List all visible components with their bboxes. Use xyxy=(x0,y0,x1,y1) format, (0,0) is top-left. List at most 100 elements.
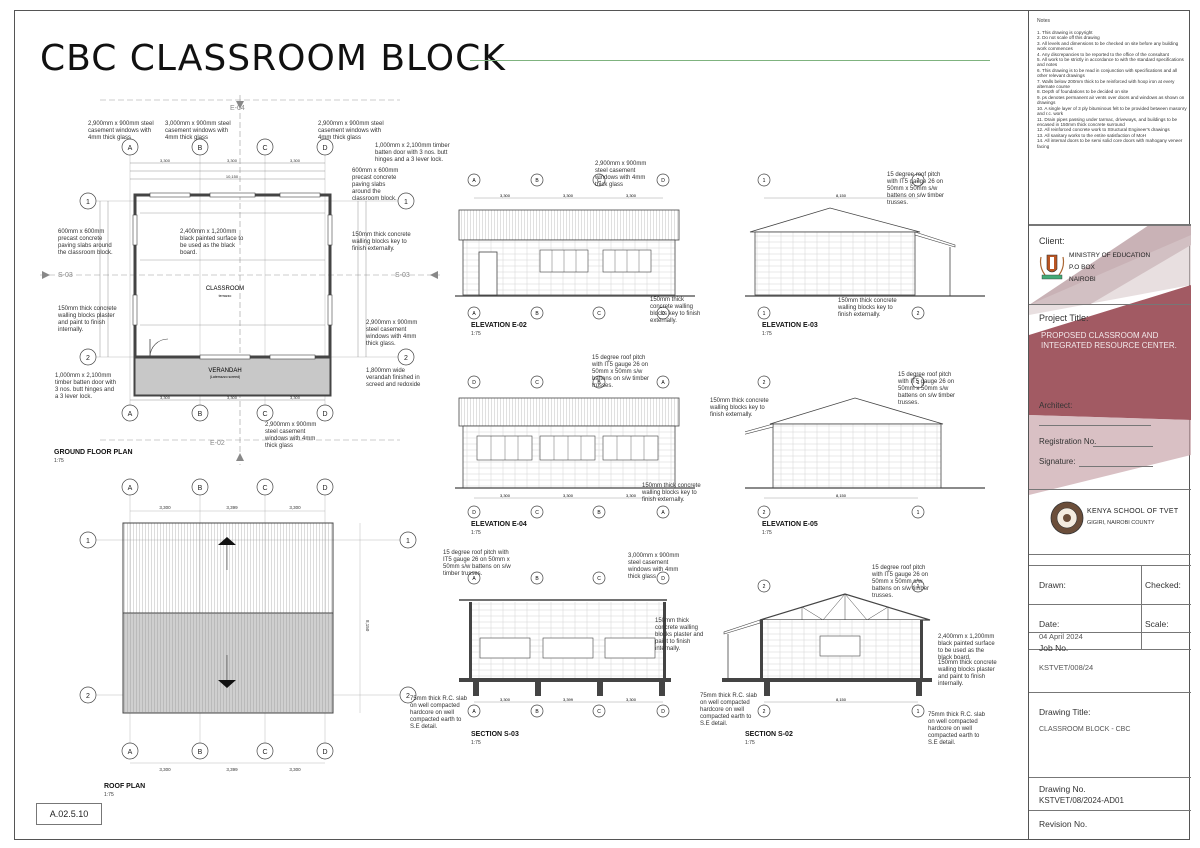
svg-text:C: C xyxy=(535,510,539,516)
svg-text:1: 1 xyxy=(917,510,920,516)
svg-text:A: A xyxy=(472,311,476,317)
roof-dim-3: 3,300 xyxy=(289,505,301,510)
drawing-no-value: KSTVET/08/2024-AD01 xyxy=(1039,796,1124,805)
room-label: CLASSROOM xyxy=(206,286,244,292)
elevation-e04-scale: 1:75 xyxy=(471,530,481,536)
svg-text:3,300: 3,300 xyxy=(290,395,301,400)
svg-text:C: C xyxy=(262,749,267,756)
svg-text:1: 1 xyxy=(763,178,766,184)
note-item: 7. Walls below 200mm thick to be reinfor… xyxy=(1037,78,1175,90)
svg-text:2: 2 xyxy=(86,355,90,362)
roof-dim-2: 3,399 xyxy=(226,505,238,510)
note-item: 3. All levels and dimensions to be check… xyxy=(1037,40,1179,52)
title-rule xyxy=(470,60,990,61)
ground-floor-plan-scale: 1:75 xyxy=(54,458,64,464)
revision-cell: Revision No. xyxy=(1029,810,1191,840)
s02-note-4: 75mm thick R.C. slab on well compacted h… xyxy=(700,693,758,727)
elevation-e04-title: ELEVATION E-04 xyxy=(471,521,527,528)
school-name: KENYA SCHOOL OF TVET xyxy=(1087,508,1179,515)
svg-text:A: A xyxy=(472,178,476,184)
e04-note-2: 150mm thick concrete walling blocks key … xyxy=(642,483,701,503)
notes-heading: Notes xyxy=(1037,18,1051,24)
svg-text:C: C xyxy=(262,145,267,152)
svg-text:3,300: 3,300 xyxy=(626,493,637,498)
section-s03-scale: 1:75 xyxy=(471,740,481,746)
elevation-e05-scale: 1:75 xyxy=(762,530,772,536)
notes-cell: Notes 1. This drawing is copyright 2. Do… xyxy=(1029,10,1191,225)
svg-text:3,300: 3,300 xyxy=(626,697,637,702)
sheet-number: A.02.5.10 xyxy=(36,803,102,825)
svg-text:2: 2 xyxy=(404,355,408,362)
svg-text:2: 2 xyxy=(763,380,766,386)
roof-dim-b1: 3,300 xyxy=(159,767,171,772)
svg-text:C: C xyxy=(597,311,601,317)
svg-text:2: 2 xyxy=(917,311,920,317)
svg-text:1: 1 xyxy=(763,311,766,317)
gf-note-12: 1,800mm wide verandah finished in screed… xyxy=(366,368,421,388)
accent-shapes xyxy=(1029,225,1191,495)
svg-text:B: B xyxy=(535,178,539,184)
job-label: Job No. xyxy=(1039,643,1069,653)
note-item: 5. All work to be strictly in accordance… xyxy=(1037,57,1184,68)
svg-text:D: D xyxy=(322,145,327,152)
svg-text:3,300: 3,300 xyxy=(227,158,238,163)
architect-line xyxy=(1039,425,1151,426)
svg-text:3,300: 3,300 xyxy=(160,395,171,400)
drawn-divider xyxy=(1141,566,1142,606)
signature-label: Signature: xyxy=(1039,457,1076,466)
roof-dim-b3: 3,300 xyxy=(289,767,301,772)
svg-text:3,399: 3,399 xyxy=(563,697,574,702)
svg-text:A: A xyxy=(128,749,133,756)
s03-note-1: 15 degree roof pitch with IT5 gauge 26 o… xyxy=(443,550,511,577)
date-value: 04 April 2024 xyxy=(1039,632,1083,641)
note-item: 10. A single layer of 3 ply bituminous f… xyxy=(1037,105,1187,117)
job-value: KSTVET/008/24 xyxy=(1039,663,1094,672)
e04-note-1: 15 degree roof pitch with IT5 gauge 26 o… xyxy=(592,355,650,389)
s02-note-2: 2,400mm x 1,200mm black painted surface … xyxy=(938,634,995,661)
drawn-cell: Drawn: Checked: xyxy=(1029,565,1191,606)
svg-text:B: B xyxy=(198,145,203,152)
client-city: NAIROBI xyxy=(1069,276,1096,283)
project-label: Project Title: xyxy=(1039,313,1089,323)
svg-text:S-03: S-03 xyxy=(58,272,73,279)
client-name: MINISTRY OF EDUCATION xyxy=(1069,252,1151,259)
gf-note-7: 2,400mm x 1,200mm black painted surface … xyxy=(180,229,244,256)
svg-text:A: A xyxy=(472,576,476,582)
date-divider xyxy=(1141,605,1142,650)
svg-text:3,300: 3,300 xyxy=(290,158,301,163)
gf-note-6: 600mm x 600mm precast concrete paving sl… xyxy=(58,229,113,256)
e02-note-2: 150mm thick concrete walling blocks key … xyxy=(650,297,701,324)
svg-text:D: D xyxy=(322,411,327,418)
gf-note-11: 1,000mm x 2,100mm timber batten door wit… xyxy=(55,373,117,400)
note-item: 6. This drawing is to be read in conjunc… xyxy=(1037,67,1178,79)
drawn-label: Drawn: xyxy=(1039,580,1066,590)
drawing-title-value: CLASSROOM BLOCK - CBC xyxy=(1039,726,1131,733)
svg-text:B: B xyxy=(198,411,203,418)
svg-text:C: C xyxy=(262,485,267,492)
room-finish: terrazzo xyxy=(219,294,232,298)
title-block: Notes 1. This drawing is copyright 2. Do… xyxy=(1028,10,1191,840)
registration-label: Registration No. xyxy=(1039,437,1097,446)
svg-text:D: D xyxy=(661,709,665,715)
roof-dim-1: 3,300 xyxy=(159,505,171,510)
s02-note-3: 150mm thick concrete walling blocks plas… xyxy=(938,660,997,687)
gf-note-13: 2,900mm x 900mm steel casement windows w… xyxy=(265,422,317,449)
svg-text:S-03: S-03 xyxy=(395,272,410,279)
drawing-no-cell: Drawing No. KSTVET/08/2024-AD01 xyxy=(1029,778,1191,808)
roof-depth: 8,150 xyxy=(365,620,370,632)
notes-list: 1. This drawing is copyright 2. Do not s… xyxy=(1037,30,1187,149)
ground-floor-plan-title: GROUND FLOOR PLAN xyxy=(54,449,133,456)
svg-text:E-04: E-04 xyxy=(230,105,245,112)
svg-text:B: B xyxy=(535,311,539,317)
svg-text:D: D xyxy=(661,311,665,317)
svg-text:D: D xyxy=(322,749,327,756)
svg-text:A: A xyxy=(128,485,133,492)
client-box: P.O BOX xyxy=(1069,264,1095,271)
svg-text:B: B xyxy=(535,709,539,715)
svg-text:3,300: 3,300 xyxy=(500,193,511,198)
